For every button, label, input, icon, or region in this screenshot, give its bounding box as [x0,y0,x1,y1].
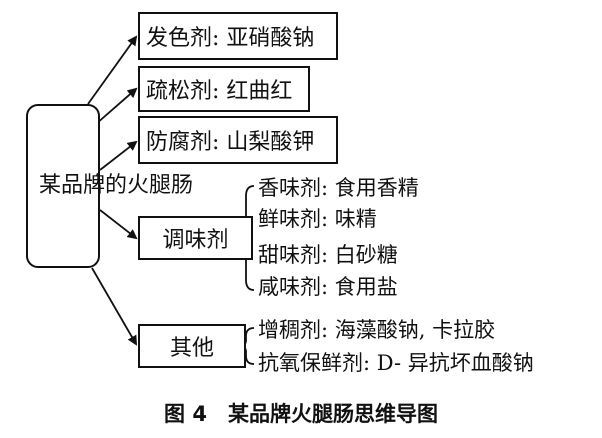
branch-flavoring: 调味剂 [138,216,253,260]
figure-caption: 图 4 某品牌火腿肠思维导图 [164,402,438,426]
branch-preservative: 防腐剂: 山梨酸钾 [138,116,338,164]
arrow-to-other [91,267,138,346]
leaf-thickener: 增稠剂: 海藻酸钠, 卡拉胶 [258,318,496,342]
arrow-to-preservative [99,140,138,171]
leaf-salty-agent: 咸味剂: 食用盐 [258,275,398,299]
leaf-sweetener: 甜味剂: 白砂糖 [258,243,398,267]
leaf-aroma-agent: 香味剂: 食用香精 [258,176,419,200]
branch-label-leavening-agent: 疏松剂: 红曲红 [146,79,293,104]
branch-label-preservative: 防腐剂: 山梨酸钾 [146,130,315,155]
arrow-to-leavening-agent [95,87,138,125]
leaf-antioxidant: 抗氧保鲜剂: D- 异抗坏血酸钠 [258,351,534,375]
arrow-to-color-agent [87,35,138,105]
branch-leavening-agent: 疏松剂: 红曲红 [138,66,310,112]
root-node: 某品牌的火腿肠 [26,104,194,268]
branch-label-flavoring: 调味剂 [162,228,229,253]
branch-other: 其他 [138,324,246,368]
root-label: 某品牌的火腿肠 [39,173,194,198]
leaf-umami-agent: 鲜味剂: 味精 [258,207,377,231]
branch-color-agent: 发色剂: 亚硝酸钠 [138,12,338,60]
branch-label-other: 其他 [169,336,214,361]
branch-label-color-agent: 发色剂: 亚硝酸钠 [146,26,315,51]
arrow-to-flavoring [99,209,138,240]
